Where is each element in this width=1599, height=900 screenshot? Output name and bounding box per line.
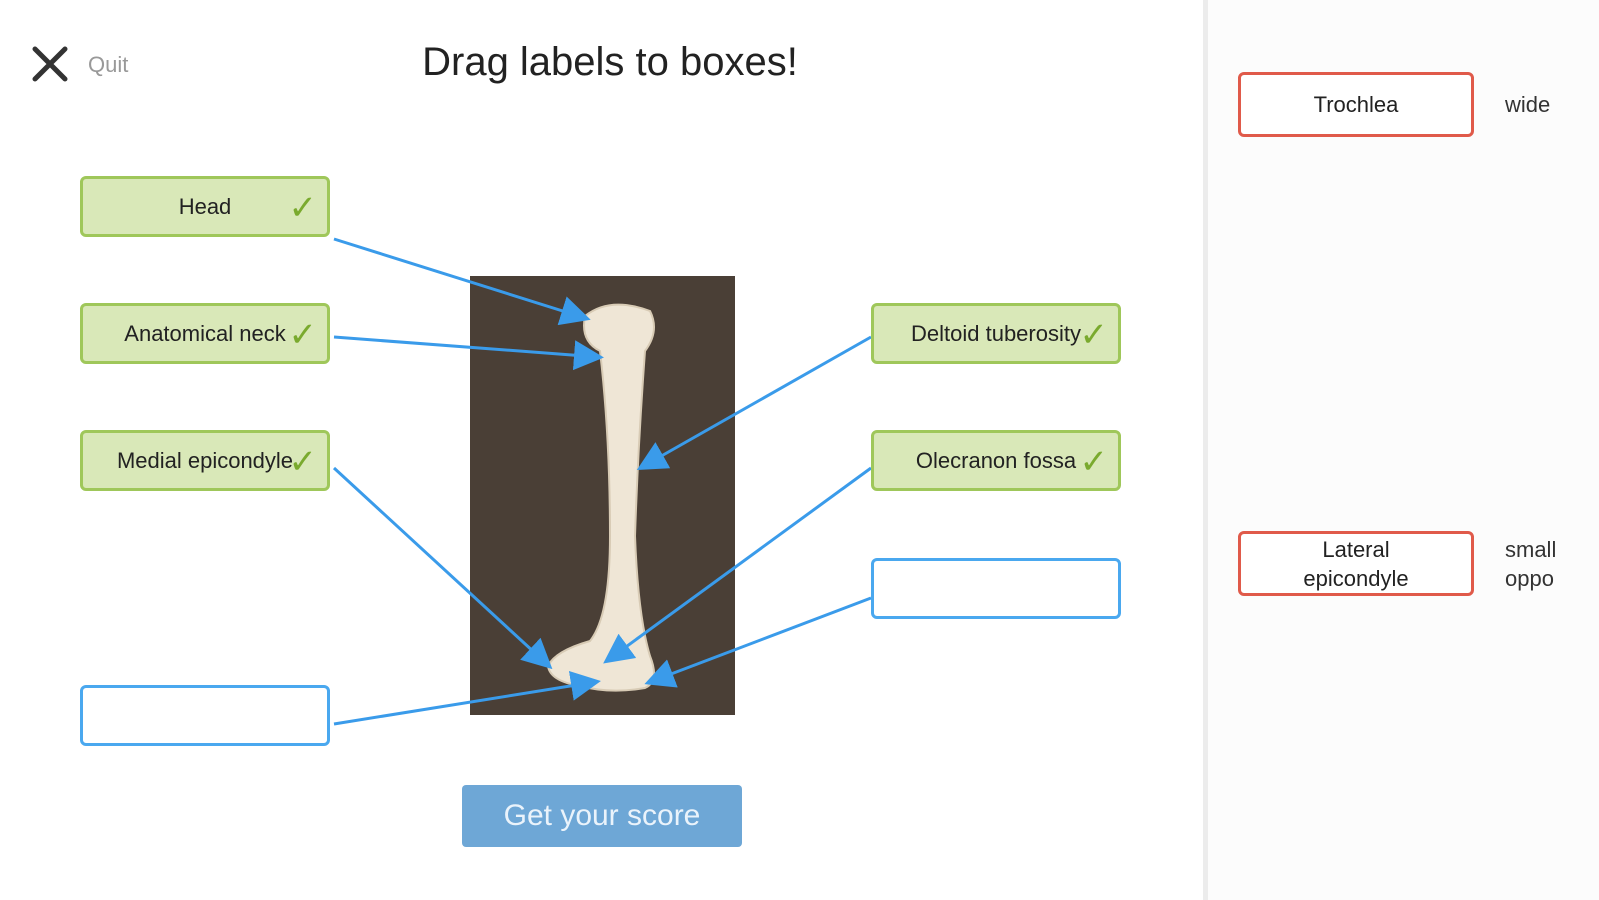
check-icon: ✓	[1079, 316, 1109, 354]
humerus-bone	[546, 303, 655, 692]
label-text: Lateral epicondyle	[1303, 536, 1409, 591]
arrow-olecranon	[603, 466, 872, 664]
get-score-button[interactable]: Get your score	[462, 785, 742, 847]
drop-box-anatomical-neck[interactable]: Anatomical neck✓	[80, 303, 330, 364]
arrow-medial-epicondyle	[332, 466, 553, 670]
label-lateral-epicondyle[interactable]: Lateral epicondyle	[1238, 531, 1474, 596]
check-icon: ✓	[1079, 443, 1109, 481]
drop-box-empty-left[interactable]	[80, 685, 330, 746]
box-label: Medial epicondyle	[116, 448, 294, 473]
quit-button[interactable]: Quit	[88, 52, 129, 77]
drop-box-empty-right[interactable]	[871, 558, 1121, 619]
box-label: Anatomical neck	[124, 321, 286, 346]
description-lateral-epicondyle-line2: oppo	[1505, 566, 1554, 591]
check-icon: ✓	[288, 443, 318, 481]
label-trochlea[interactable]: Trochlea	[1238, 72, 1474, 137]
check-icon: ✓	[288, 316, 318, 354]
page-title: Drag labels to boxes!	[422, 40, 798, 84]
side-panel	[1208, 0, 1599, 900]
close-icon[interactable]	[30, 44, 70, 84]
arrow-empty-right	[644, 596, 872, 688]
drop-box-head[interactable]: Head ✓	[80, 176, 330, 237]
description-trochlea: wide	[1505, 92, 1551, 117]
arrow-head	[333, 237, 591, 326]
box-label: Olecranon fossa	[915, 448, 1077, 473]
arrow-empty-left	[333, 671, 601, 726]
check-icon: ✓	[288, 189, 318, 227]
arrow-anatomical-neck	[333, 335, 604, 371]
panel-divider	[1203, 0, 1208, 900]
drop-box-medial-epicondyle[interactable]: Medial epicondyle✓	[80, 430, 330, 491]
drop-box-olecranon-fossa[interactable]: Olecranon fossa✓	[871, 430, 1121, 491]
box-label: Head	[178, 194, 232, 219]
drop-box-deltoid-tuberosity[interactable]: Deltoid tuberosity✓	[871, 303, 1121, 364]
label-text: Trochlea	[1313, 92, 1399, 117]
description-lateral-epicondyle-line1: small	[1505, 537, 1557, 562]
box-label: Deltoid tuberosity	[911, 321, 1081, 346]
arrow-deltoid	[636, 335, 872, 470]
